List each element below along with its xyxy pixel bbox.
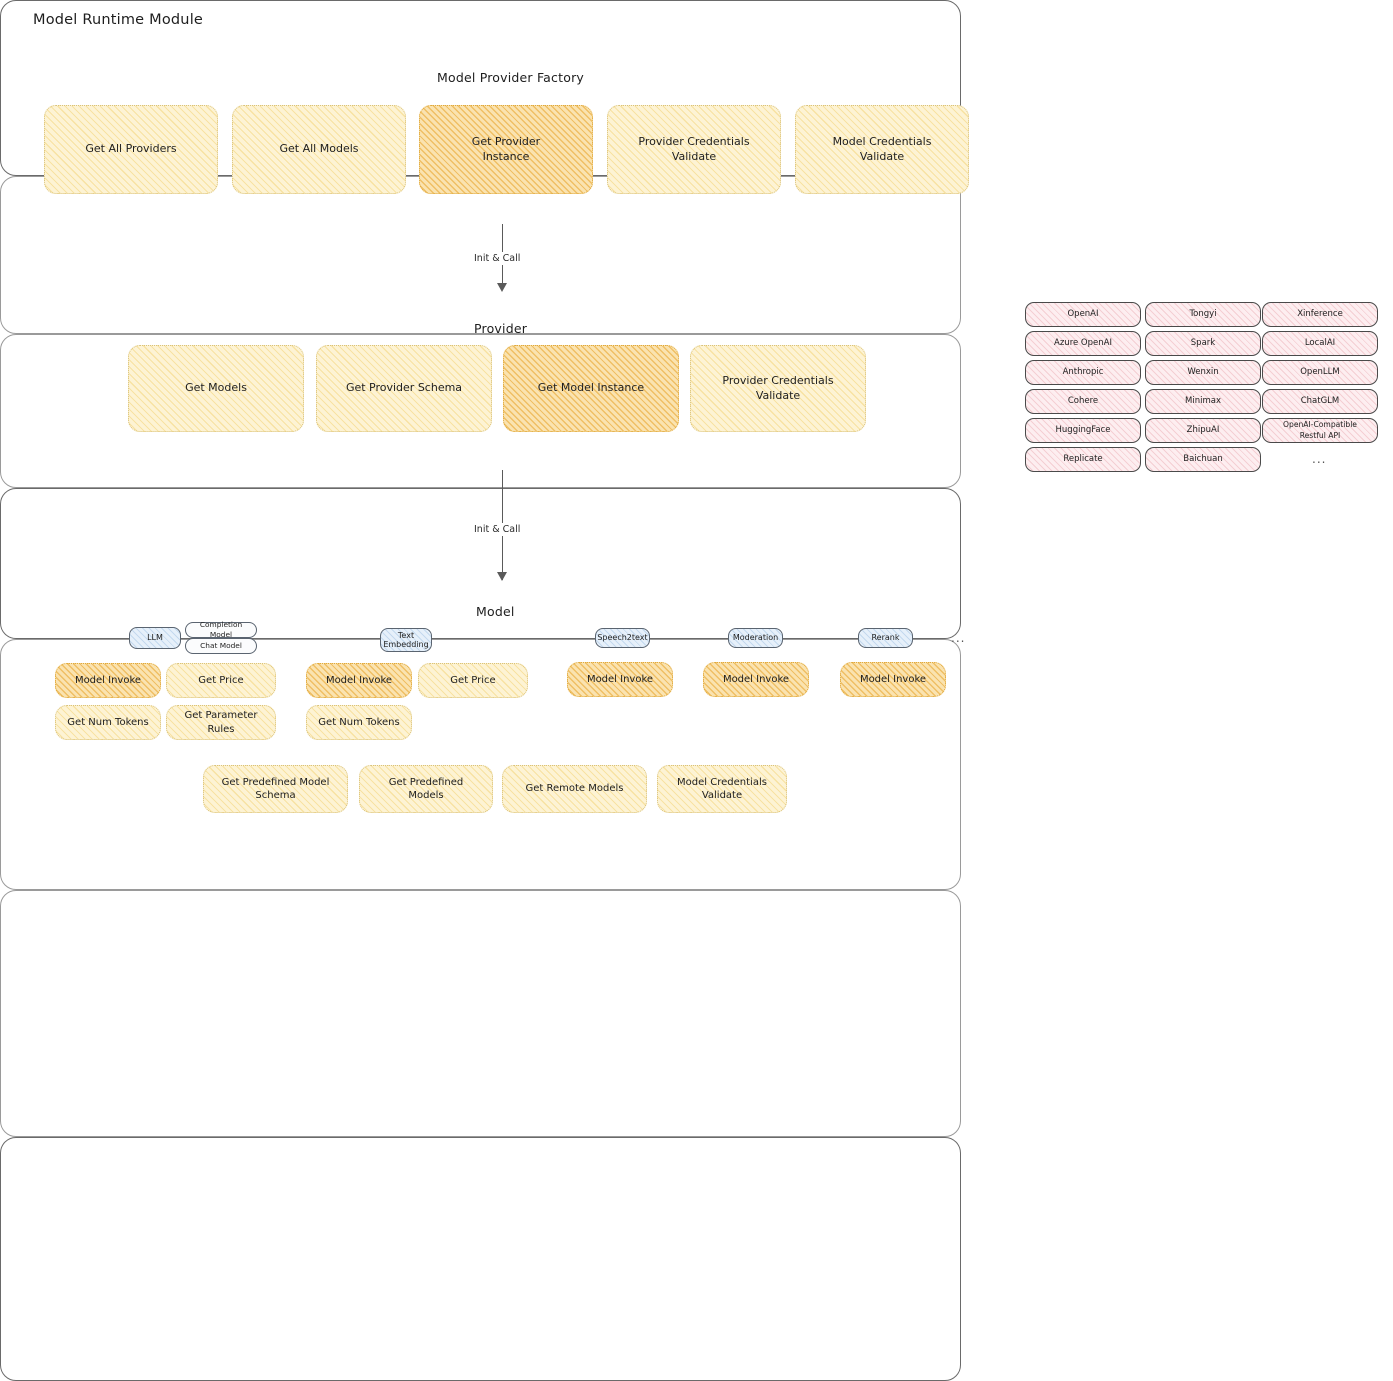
provider-chip-openai-compatible-restful-api[interactable]: OpenAI-Compatible Restful API <box>1262 418 1378 443</box>
provider-chip-replicate[interactable]: Replicate <box>1025 447 1141 472</box>
node-get-predefined-models[interactable]: Get Predefined Models <box>359 765 493 813</box>
model-type-badge-moderation[interactable]: Moderation <box>728 628 783 648</box>
provider-chip-cohere[interactable]: Cohere <box>1025 389 1141 414</box>
model-frame <box>0 1137 961 1381</box>
node-get-provider-schema[interactable]: Get Provider Schema <box>316 345 492 432</box>
node-get-models[interactable]: Get Models <box>128 345 304 432</box>
provider-chip-spark[interactable]: Spark <box>1145 331 1261 356</box>
provider-title: Provider <box>474 321 528 336</box>
provider-chip-anthropic[interactable]: Anthropic <box>1025 360 1141 385</box>
node-model-credentials-validate-factory[interactable]: Model Credentials Validate <box>795 105 969 194</box>
model-types-more-ellipsis: ... <box>951 631 966 645</box>
provider-chip-baichuan[interactable]: Baichuan <box>1145 447 1261 472</box>
provider-frame <box>0 488 961 639</box>
arrow-label-init-call-1: Init & Call <box>470 252 525 265</box>
model-title: Model <box>476 604 515 619</box>
node-llm-get-parameter-rules[interactable]: Get Parameter Rules <box>166 705 276 740</box>
node-moderation-model-invoke[interactable]: Model Invoke <box>703 662 809 697</box>
model-type-badge-llm[interactable]: LLM <box>129 627 181 649</box>
node-text-embedding-get-price[interactable]: Get Price <box>418 663 528 698</box>
provider-chip-zhipuai[interactable]: ZhipuAI <box>1145 418 1261 443</box>
node-get-model-instance[interactable]: Get Model Instance <box>503 345 679 432</box>
node-get-all-models[interactable]: Get All Models <box>232 105 406 194</box>
node-rerank-model-invoke[interactable]: Model Invoke <box>840 662 946 697</box>
node-llm-get-price[interactable]: Get Price <box>166 663 276 698</box>
arrow-factory-to-provider-head <box>497 283 507 292</box>
provider-chip-chatglm[interactable]: ChatGLM <box>1262 389 1378 414</box>
page-title: Model Runtime Module <box>33 12 204 28</box>
provider-list-more-ellipsis: ... <box>1312 452 1327 466</box>
provider-chip-localai[interactable]: LocalAI <box>1262 331 1378 356</box>
node-model-credentials-validate-model[interactable]: Model Credentials Validate <box>657 765 787 813</box>
model-subtype-completion-model[interactable]: Completion Model <box>185 620 257 639</box>
node-text-embedding-get-num-tokens[interactable]: Get Num Tokens <box>306 705 412 740</box>
model-type-badge-rerank[interactable]: Rerank <box>858 628 913 648</box>
model-provider-factory-title: Model Provider Factory <box>437 70 585 85</box>
provider-chip-tongyi[interactable]: Tongyi <box>1145 302 1261 327</box>
model-subtype-chat-model[interactable]: Chat Model <box>185 638 257 654</box>
node-llm-model-invoke[interactable]: Model Invoke <box>55 663 161 698</box>
model-frame-stack-1 <box>0 890 961 1137</box>
arrow-label-init-call-2: Init & Call <box>470 523 525 536</box>
node-get-predefined-model-schema[interactable]: Get Predefined Model Schema <box>203 765 348 813</box>
provider-chip-openllm[interactable]: OpenLLM <box>1262 360 1378 385</box>
node-speech2text-model-invoke[interactable]: Model Invoke <box>567 662 673 697</box>
node-get-all-providers[interactable]: Get All Providers <box>44 105 218 194</box>
node-get-provider-instance[interactable]: Get Provider Instance <box>419 105 593 194</box>
arrow-provider-to-model-head <box>497 572 507 581</box>
provider-chip-huggingface[interactable]: HuggingFace <box>1025 418 1141 443</box>
provider-chip-openai[interactable]: OpenAI <box>1025 302 1141 327</box>
provider-chip-xinference[interactable]: Xinference <box>1262 302 1378 327</box>
node-llm-get-num-tokens[interactable]: Get Num Tokens <box>55 705 161 740</box>
provider-chip-minimax[interactable]: Minimax <box>1145 389 1261 414</box>
model-type-badge-text-embedding[interactable]: Text Embedding <box>380 628 432 652</box>
node-text-embedding-model-invoke[interactable]: Model Invoke <box>306 663 412 698</box>
provider-chip-wenxin[interactable]: Wenxin <box>1145 360 1261 385</box>
node-get-remote-models[interactable]: Get Remote Models <box>502 765 647 813</box>
provider-chip-azure-openai[interactable]: Azure OpenAI <box>1025 331 1141 356</box>
model-type-badge-speech2text[interactable]: Speech2text <box>595 628 650 648</box>
node-provider-credentials-validate[interactable]: Provider Credentials Validate <box>607 105 781 194</box>
node-provider-credentials-validate-provider[interactable]: Provider Credentials Validate <box>690 345 866 432</box>
